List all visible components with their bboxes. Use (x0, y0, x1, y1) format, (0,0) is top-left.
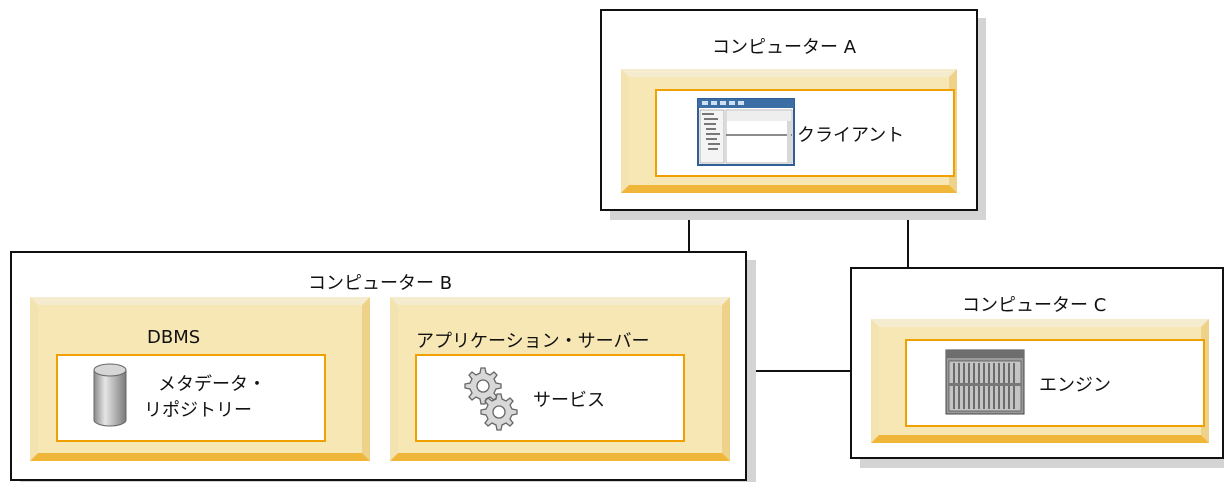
engine-label: エンジン (1039, 375, 1111, 396)
engine-box: エンジン (905, 339, 1205, 427)
service-box: サービス (415, 354, 685, 442)
dbms-panel: DBMS メタデータ・ リポジトリー (30, 297, 370, 461)
gears-icon (461, 366, 519, 432)
database-cylinder-icon (92, 362, 128, 428)
dbms-title: DBMS (147, 327, 201, 348)
client-box: クライアント (655, 89, 955, 177)
computer-c: コンピューター C (850, 267, 1224, 459)
metadata-repository-label-line1: メタデータ・ (158, 374, 266, 395)
computer-a: コンピューター A (600, 9, 978, 211)
engine-panel: エンジン (871, 319, 1209, 443)
server-rack-icon (945, 349, 1025, 415)
app-server-panel: アプリケーション・サーバー サービス (390, 297, 730, 461)
metadata-repository-box: メタデータ・ リポジトリー (56, 354, 326, 442)
computer-b: コンピューター B DBMS メタデータ・ リポジ (10, 251, 747, 481)
client-window-icon (697, 98, 795, 166)
connector-a-c (907, 210, 909, 268)
connector-a-b (688, 210, 690, 252)
client-label: クライアント (797, 125, 905, 146)
metadata-repository-label-line2: リポジトリー (144, 400, 252, 421)
computer-a-title: コンピューター A (712, 37, 857, 58)
service-label: サービス (533, 390, 605, 411)
computer-c-title: コンピューター C (962, 295, 1107, 316)
client-panel: クライアント (621, 69, 957, 193)
computer-b-title: コンピューター B (308, 273, 453, 294)
app-server-title: アプリケーション・サーバー (416, 331, 650, 352)
connector-b-c (746, 370, 851, 372)
